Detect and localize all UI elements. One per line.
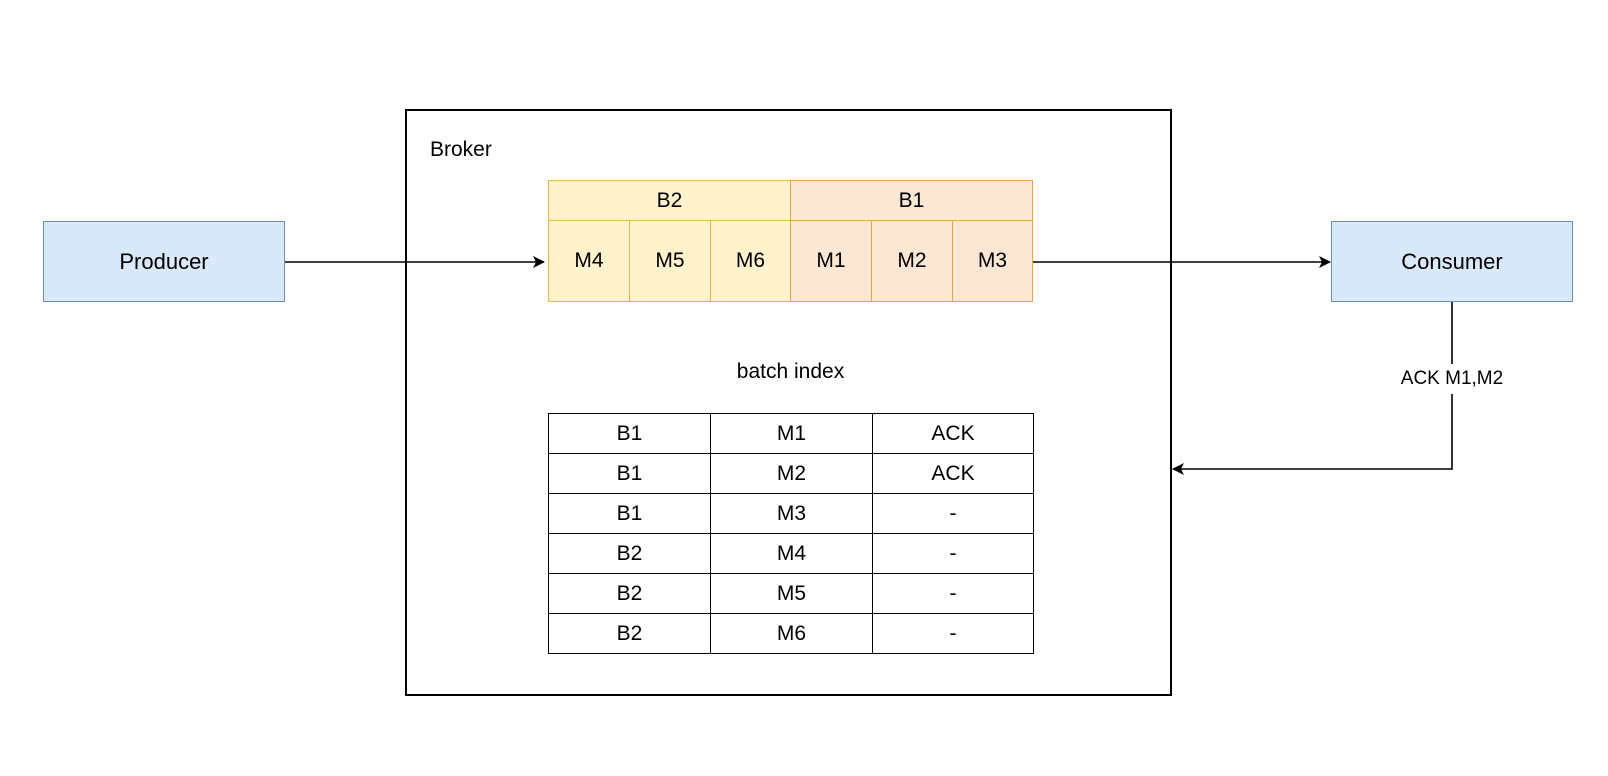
table-cell-batch: B2 — [548, 573, 711, 614]
queue-message: M1 — [790, 220, 872, 302]
table-cell-message: M1 — [710, 413, 873, 454]
consumer-node: Consumer — [1331, 221, 1573, 302]
table-cell-message: M2 — [710, 453, 873, 494]
table-cell-ack: - — [872, 613, 1034, 654]
table-cell-ack: - — [872, 493, 1034, 534]
batch-index-table: B1 M1 ACK B1 M2 ACK B1 M3 - B2 M4 - B2 M… — [548, 413, 1034, 654]
batch-index-title: batch index — [548, 356, 1033, 388]
producer-node: Producer — [43, 221, 285, 302]
message-label: M5 — [655, 249, 685, 272]
batch-b1-header: B1 — [790, 180, 1033, 221]
broker-container — [405, 109, 1172, 696]
table-row: B2 M6 - — [548, 613, 1034, 654]
message-label: M6 — [735, 249, 766, 272]
table-row: B2 M5 - — [548, 573, 1034, 614]
table-cell-message: M6 — [710, 613, 873, 654]
batch-b2-header: B2 — [548, 180, 791, 221]
table-cell-ack: ACK — [872, 413, 1034, 454]
message-label: M4 — [574, 249, 604, 272]
queue-message: M6 — [710, 220, 791, 302]
table-row: B2 M4 - — [548, 533, 1034, 574]
table-row: B1 M1 ACK — [548, 413, 1034, 454]
table-cell-batch: B2 — [548, 613, 711, 654]
batch-b1-label: B1 — [898, 188, 925, 212]
table-cell-batch: B1 — [548, 413, 711, 454]
ack-edge-label: ACK M1,M2 — [1382, 364, 1522, 394]
batch-b2-label: B2 — [656, 188, 683, 212]
ack-edge-label-text: ACK M1,M2 — [1400, 368, 1504, 389]
table-row: B1 M2 ACK — [548, 453, 1034, 494]
table-cell-batch: B1 — [548, 453, 711, 494]
table-cell-ack: ACK — [872, 453, 1034, 494]
table-cell-batch: B1 — [548, 493, 711, 534]
batch-index-title-text: batch index — [736, 360, 845, 383]
message-label: M1 — [816, 249, 846, 272]
queue-message: M4 — [548, 220, 630, 302]
table-cell-message: M3 — [710, 493, 873, 534]
producer-label: Producer — [119, 248, 209, 274]
message-label: M3 — [977, 249, 1008, 272]
ack-to-broker-arrow — [1172, 302, 1453, 475]
table-row: B1 M3 - — [548, 493, 1034, 534]
table-cell-message: M4 — [710, 533, 873, 574]
message-label: M2 — [897, 249, 927, 272]
broker-label: Broker — [430, 138, 492, 161]
queue-message: M3 — [952, 220, 1033, 302]
queue-message: M5 — [629, 220, 711, 302]
queue-message: M2 — [871, 220, 953, 302]
table-cell-batch: B2 — [548, 533, 711, 574]
table-cell-ack: - — [872, 573, 1034, 614]
table-cell-ack: - — [872, 533, 1034, 574]
table-cell-message: M5 — [710, 573, 873, 614]
consumer-label: Consumer — [1401, 248, 1503, 274]
